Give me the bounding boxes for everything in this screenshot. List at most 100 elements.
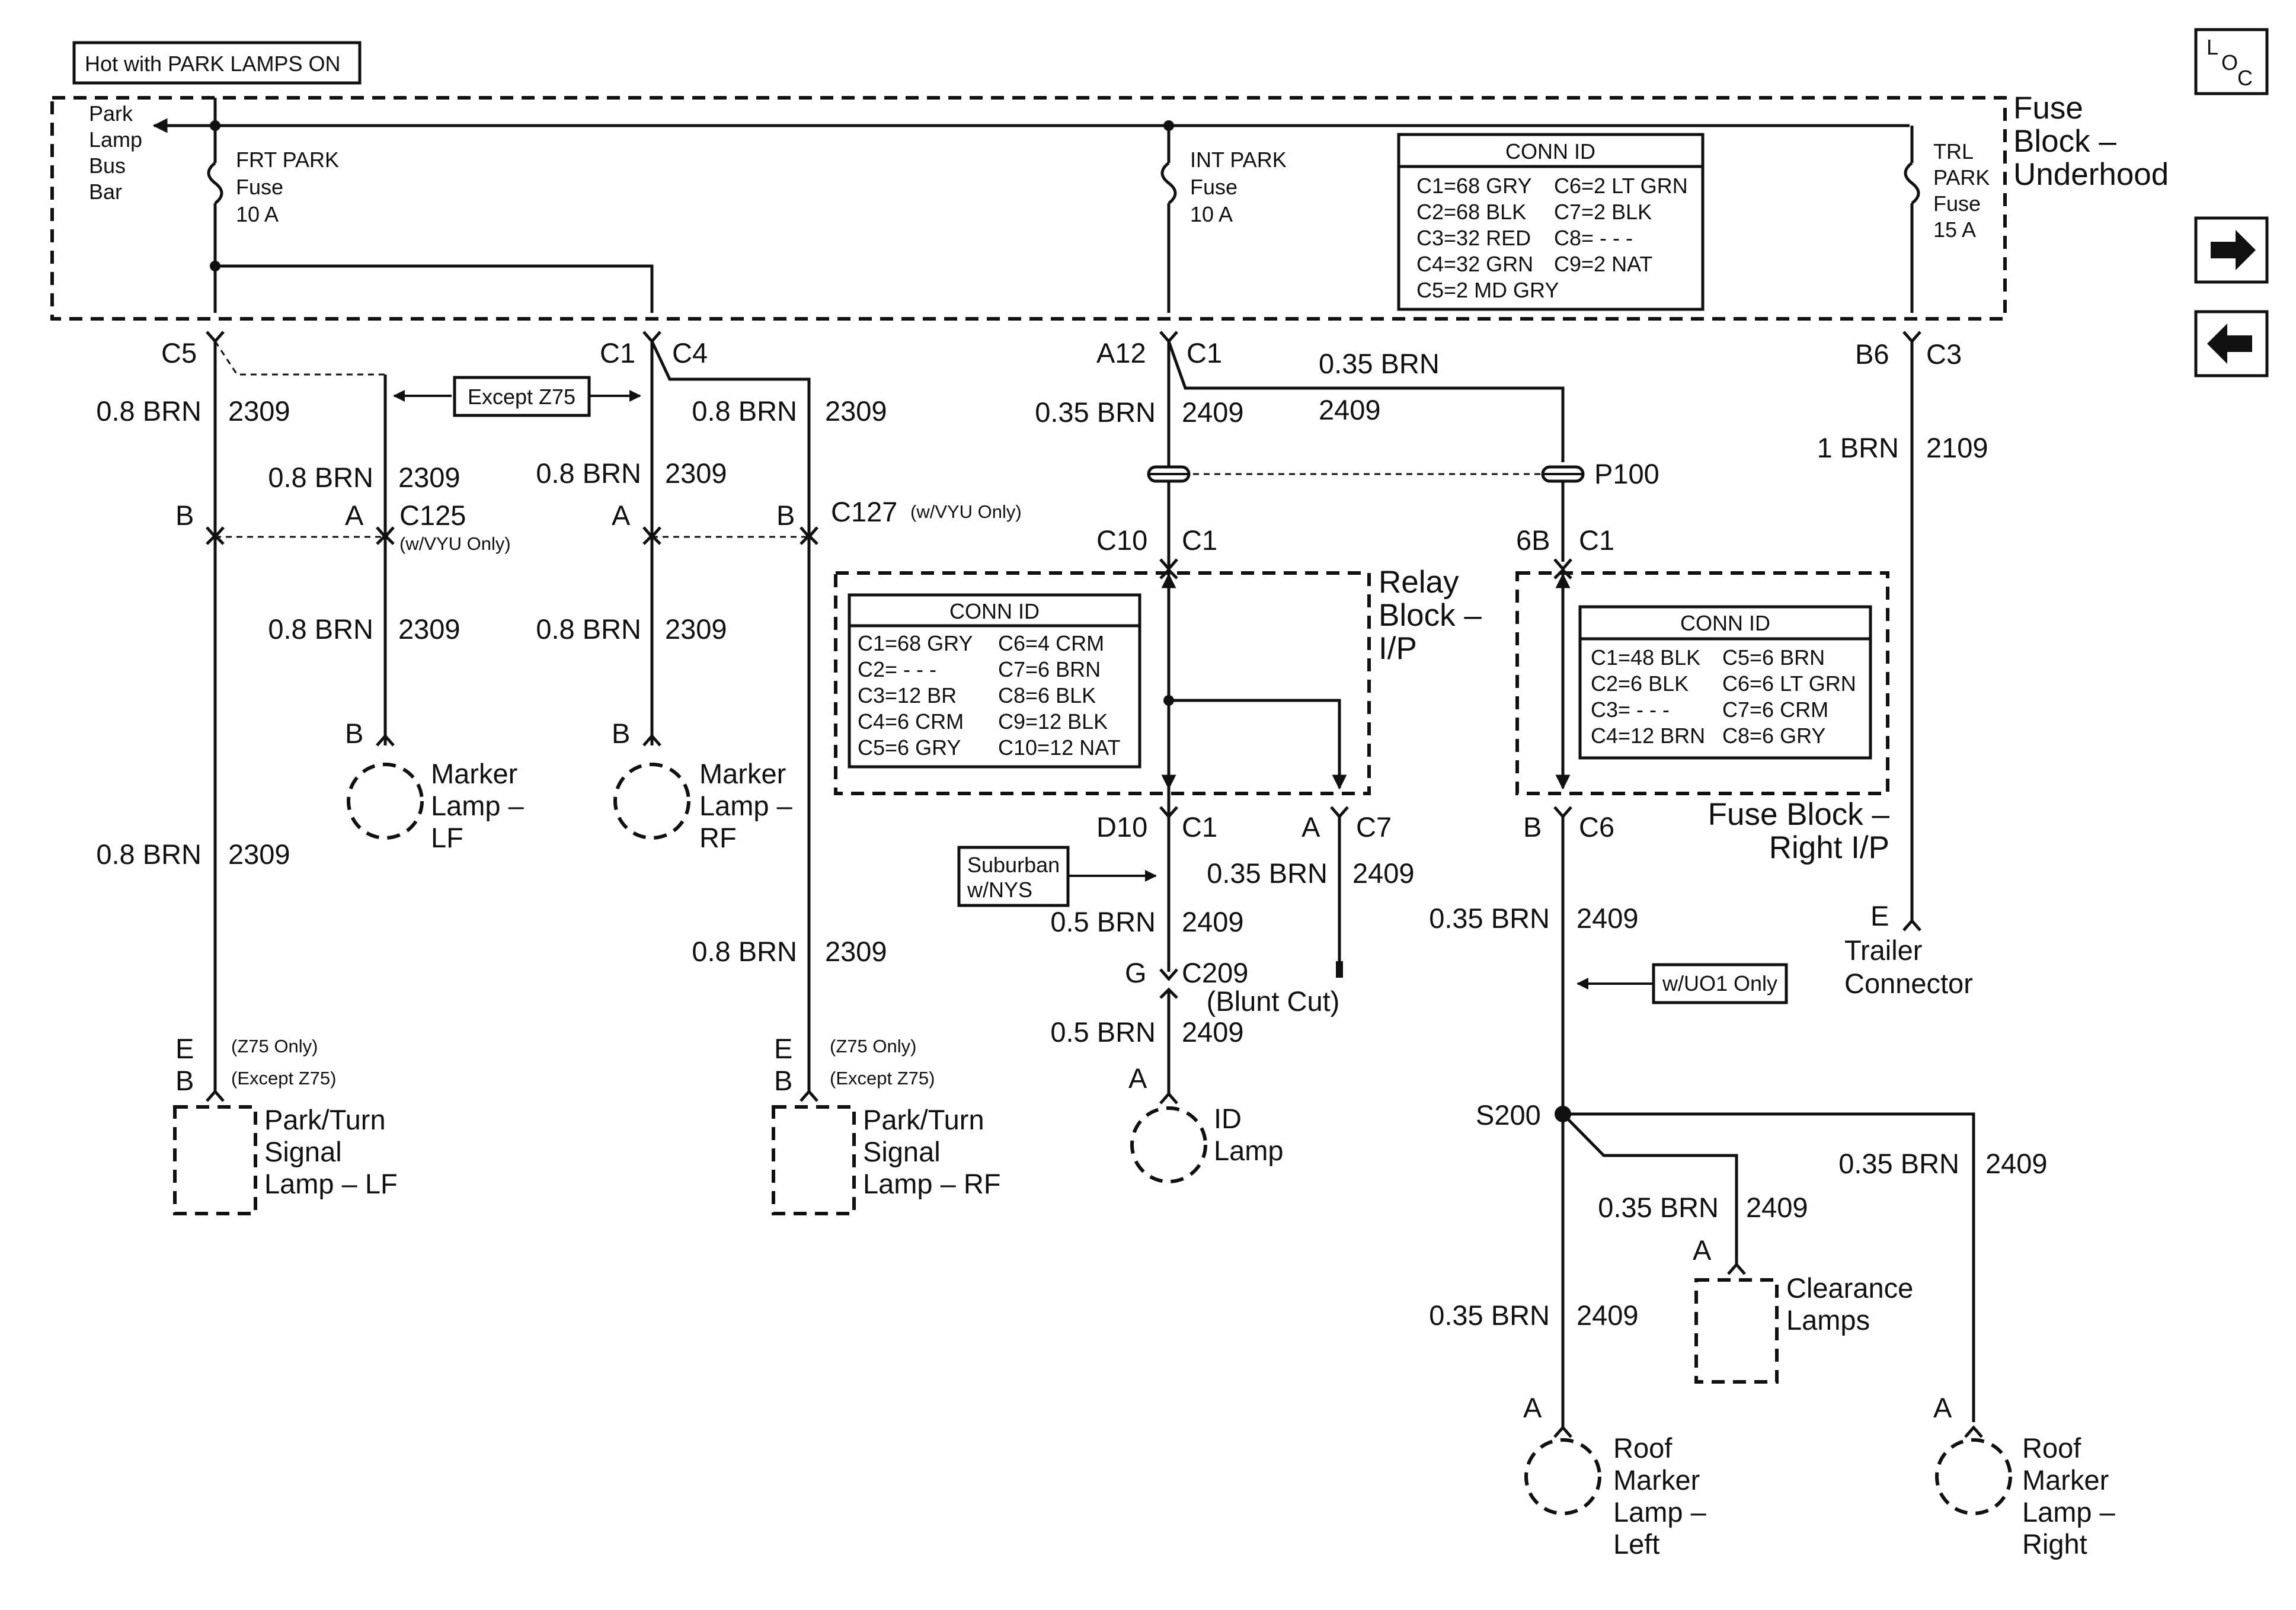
svg-text:(Z75 Only): (Z75 Only) (830, 1036, 916, 1057)
trl-park-fuse-icon (1904, 162, 1920, 204)
svg-text:LF: LF (431, 822, 463, 853)
arrow-left-icon[interactable] (2194, 310, 2269, 377)
svg-text:B: B (612, 718, 630, 749)
svg-text:C4: C4 (672, 337, 708, 369)
svg-text:Relay: Relay (1379, 565, 1459, 600)
svg-text:0.35 BRN: 0.35 BRN (1207, 857, 1328, 889)
bus-bar-label: Park Lamp Bus Bar (89, 101, 142, 204)
svg-text:C10=12 NAT: C10=12 NAT (998, 735, 1120, 760)
svg-text:w/NYS: w/NYS (967, 878, 1032, 902)
int-park-fuse-label: INT PARK Fuse 10 A (1190, 148, 1287, 226)
s200-label: S200 (1476, 1099, 1541, 1131)
svg-text:C7: C7 (1356, 811, 1392, 843)
svg-text:Park: Park (89, 101, 133, 126)
svg-text:2309: 2309 (825, 395, 887, 427)
svg-text:C1: C1 (1182, 524, 1217, 556)
marker-lamp-lf: B Marker Lamp – LF (345, 718, 525, 853)
trailer-connector: E Trailer Connector (1844, 900, 1973, 999)
svg-text:C5=6 BRN: C5=6 BRN (1722, 645, 1825, 670)
fuse-block-underhood-outline (50, 96, 2007, 321)
svg-text:Right I/P: Right I/P (1769, 830, 1889, 865)
svg-text:Park/Turn: Park/Turn (863, 1104, 984, 1135)
svg-text:Marker: Marker (699, 758, 786, 789)
park-turn-lamp-lf: E B (Z75 Only) (Except Z75) Park/Turn Si… (173, 1033, 398, 1215)
svg-text:Signal: Signal (863, 1136, 941, 1167)
svg-text:(Blunt Cut): (Blunt Cut) (1207, 985, 1340, 1017)
fuse-block-conn-id-table: CONN ID C1=68 GRY C2=68 BLK C3=32 RED C4… (1397, 133, 1705, 311)
svg-text:C9=2 NAT: C9=2 NAT (1554, 252, 1652, 276)
svg-text:C7=6 CRM: C7=6 CRM (1722, 697, 1828, 722)
fuse-block-rip-conn-id-table: CONN ID C1=48 BLK C2=6 BLK C3= - - - C4=… (1578, 605, 1872, 760)
svg-text:Bar: Bar (89, 180, 122, 204)
svg-text:CONN ID: CONN ID (1680, 611, 1770, 635)
svg-text:0.8 BRN: 0.8 BRN (268, 613, 373, 645)
svg-text:2409: 2409 (1746, 1192, 1808, 1223)
svg-text:2409: 2409 (1352, 857, 1415, 889)
svg-text:C6=4 CRM: C6=4 CRM (998, 631, 1104, 655)
svg-text:C7=2 BLK: C7=2 BLK (1554, 200, 1652, 224)
svg-text:C: C (2237, 66, 2253, 90)
svg-text:Lamp –: Lamp – (1613, 1496, 1707, 1528)
svg-text:C4=6 CRM: C4=6 CRM (858, 709, 964, 734)
svg-text:0.35 BRN: 0.35 BRN (1319, 348, 1440, 379)
svg-text:C5: C5 (161, 337, 197, 369)
svg-text:6B: 6B (1516, 524, 1550, 556)
svg-text:C5=6 GRY: C5=6 GRY (858, 735, 961, 760)
svg-text:2309: 2309 (665, 457, 727, 489)
svg-text:1 BRN: 1 BRN (1817, 432, 1899, 463)
svg-text:A12: A12 (1096, 337, 1146, 369)
svg-text:Roof: Roof (1613, 1432, 1673, 1464)
svg-text:E: E (175, 1033, 194, 1064)
svg-text:A: A (1523, 1392, 1542, 1423)
svg-text:C3=12 BR: C3=12 BR (858, 683, 957, 708)
svg-text:Except Z75: Except Z75 (468, 385, 575, 409)
arrow-right-icon[interactable] (2194, 216, 2269, 284)
svg-text:A: A (1302, 811, 1320, 843)
svg-text:Hot with PARK LAMPS ON: Hot with PARK LAMPS ON (85, 52, 340, 76)
svg-text:C1: C1 (1579, 524, 1614, 556)
park-turn-lamp-rf: E B (Z75 Only) (Except Z75) Park/Turn Si… (772, 1033, 1000, 1215)
svg-text:0.8 BRN: 0.8 BRN (692, 395, 797, 427)
wire-labels-lf-group: 0.8 BRN 2309 0.8 BRN 2309 0.8 BRN 2309 0… (96, 395, 887, 967)
svg-text:G: G (1125, 957, 1147, 988)
svg-text:0.8 BRN: 0.8 BRN (268, 462, 373, 493)
relay-block-ip-outline (834, 571, 1371, 795)
svg-text:2309: 2309 (228, 395, 290, 427)
svg-text:C209: C209 (1182, 957, 1248, 988)
svg-text:C10: C10 (1096, 524, 1147, 556)
svg-text:Lamp – RF: Lamp – RF (863, 1168, 1000, 1199)
fuse-block-right-ip-outline (1515, 571, 1889, 795)
svg-text:A: A (612, 500, 631, 531)
svg-text:2109: 2109 (1926, 432, 1988, 463)
wire-labels-mid-lower: 0.35 BRN 2409 0.5 BRN 2409 (Blunt Cut) 0… (1050, 857, 1414, 1048)
svg-text:Lamp –: Lamp – (2022, 1496, 2116, 1528)
relay-block-conn-id-table: CONN ID C1=68 GRY C2= - - - C3=12 BR C4=… (848, 593, 1141, 769)
svg-text:FRT PARK: FRT PARK (236, 148, 339, 172)
svg-text:2409: 2409 (1182, 396, 1244, 428)
svg-text:C1=68 GRY: C1=68 GRY (858, 631, 973, 655)
svg-text:RF: RF (699, 822, 737, 853)
svg-text:C1: C1 (1182, 811, 1217, 843)
svg-text:0.8 BRN: 0.8 BRN (536, 613, 641, 645)
frt-park-fuse-icon (207, 162, 223, 204)
svg-text:0.8 BRN: 0.8 BRN (96, 838, 202, 870)
svg-text:Underhood: Underhood (2013, 157, 2169, 192)
svg-text:Signal: Signal (264, 1136, 342, 1167)
svg-text:E: E (774, 1033, 792, 1064)
svg-text:C125: C125 (399, 500, 466, 531)
svg-text:PARK: PARK (1933, 165, 1990, 190)
svg-text:(Z75 Only): (Z75 Only) (231, 1036, 318, 1057)
svg-text:Marker: Marker (1613, 1464, 1700, 1496)
svg-text:2309: 2309 (398, 613, 461, 645)
svg-text:Fuse: Fuse (1190, 175, 1237, 199)
svg-text:(Except Z75): (Except Z75) (231, 1068, 336, 1089)
svg-text:(w/VYU Only): (w/VYU Only) (399, 533, 511, 554)
svg-text:2409: 2409 (1319, 394, 1381, 425)
svg-text:ID: ID (1214, 1103, 1242, 1134)
roof-marker-lamp-left: A Roof Marker Lamp – Left (1523, 1392, 1707, 1560)
svg-text:CONN ID: CONN ID (949, 599, 1040, 623)
svg-text:(Except Z75): (Except Z75) (830, 1068, 935, 1089)
wire-labels-mid: 0.35 BRN 2409 0.35 BRN 2409 (1035, 348, 1440, 428)
svg-text:Connector: Connector (1844, 968, 1973, 999)
loc-icon[interactable]: L O C (2194, 28, 2269, 95)
